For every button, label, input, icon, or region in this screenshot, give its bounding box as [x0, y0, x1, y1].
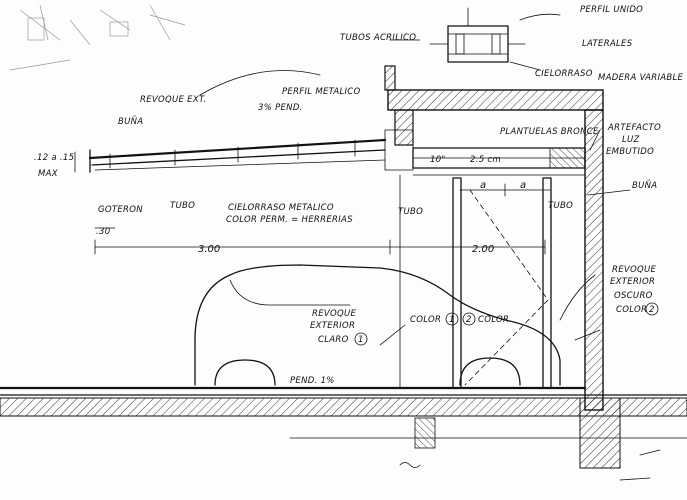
label-num-2b: 2	[649, 305, 655, 315]
label-tubos-acrilico: TUBOS ACRILICO	[340, 33, 416, 43]
label-buna-right: BUÑA	[632, 180, 657, 191]
ground-slab	[0, 386, 687, 481]
label-num-2: 2	[466, 315, 472, 325]
dimension-lines	[74, 151, 551, 255]
label-revoque-claro-2: EXTERIOR	[310, 321, 355, 331]
background-sketch	[9, 4, 186, 71]
ceiling-slab	[412, 147, 586, 176]
label-tubo-left: TUBO	[170, 201, 195, 211]
car-outline	[194, 264, 561, 386]
circle-2b	[645, 302, 659, 316]
label-dim-10: 10"	[430, 155, 446, 165]
label-pend-1: PEND. 1%	[290, 376, 335, 386]
label-tubo-mid: TUBO	[398, 207, 423, 217]
circle-2	[462, 312, 476, 326]
label-laterales: LATERALES	[582, 39, 633, 49]
label-goteron: GOTERON	[98, 205, 143, 215]
label-revoque-oscuro-2: EXTERIOR	[610, 277, 655, 287]
label-color-perm: COLOR PERM. = HERRERIAS	[226, 215, 353, 225]
label-dim-a2: a	[520, 180, 526, 191]
label-num-1b: 1	[358, 335, 364, 345]
detail-perfil-block	[429, 7, 561, 63]
label-num-1: 1	[449, 315, 455, 325]
label-dim-30: .30	[96, 227, 110, 237]
label-revoque-claro-1: REVOQUE	[312, 309, 356, 319]
leader-lines	[199, 39, 631, 346]
label-luz: LUZ	[622, 135, 640, 145]
label-cielorraso-metalico: CIELORRASO METALICO	[228, 203, 334, 213]
circle-1	[445, 312, 459, 326]
label-revoque-ext: REVOQUE EXT.	[140, 95, 206, 105]
label-tubo-right: TUBO	[548, 201, 573, 211]
label-dim-a1: a	[480, 180, 486, 191]
label-cielorraso-top: CIELORRASO	[535, 69, 593, 79]
label-revoque-oscuro-1: REVOQUE	[612, 265, 656, 275]
labels: TUBOS ACRILICO PERFIL UNIDO LATERALES CI…	[34, 5, 684, 386]
label-plantuelas: PLANTUELAS BRONCE	[500, 127, 599, 137]
label-perfil-unido: PERFIL UNIDO	[580, 5, 643, 15]
label-dim-200: 2.00	[472, 244, 494, 255]
label-pend-3: 3% PEND.	[258, 103, 303, 113]
label-revoque-claro-3: CLARO	[318, 335, 349, 345]
label-revoque-oscuro-3: OSCURO	[614, 291, 653, 301]
label-madera-variable: MADERA VARIABLE	[598, 73, 684, 83]
label-dim-25: 2.5 cm	[470, 155, 501, 165]
label-dim-300: 3.00	[198, 244, 220, 255]
label-artefacto: ARTEFACTO	[607, 123, 661, 133]
label-color-1: COLOR	[410, 315, 441, 325]
label-buna-left: BUÑA	[118, 116, 143, 127]
label-color-2: COLOR	[478, 315, 509, 325]
label-max: MAX	[38, 169, 58, 179]
label-perfil-metalico: PERFIL METALICO	[282, 87, 361, 97]
circle-1b	[354, 332, 368, 346]
label-dim-12a15: .12 a .15	[34, 153, 74, 163]
label-embutido: EMBUTIDO	[606, 147, 654, 157]
canopy	[88, 129, 414, 173]
concrete-beam	[384, 65, 604, 411]
label-revoque-oscuro-4: COLOR	[616, 305, 647, 315]
